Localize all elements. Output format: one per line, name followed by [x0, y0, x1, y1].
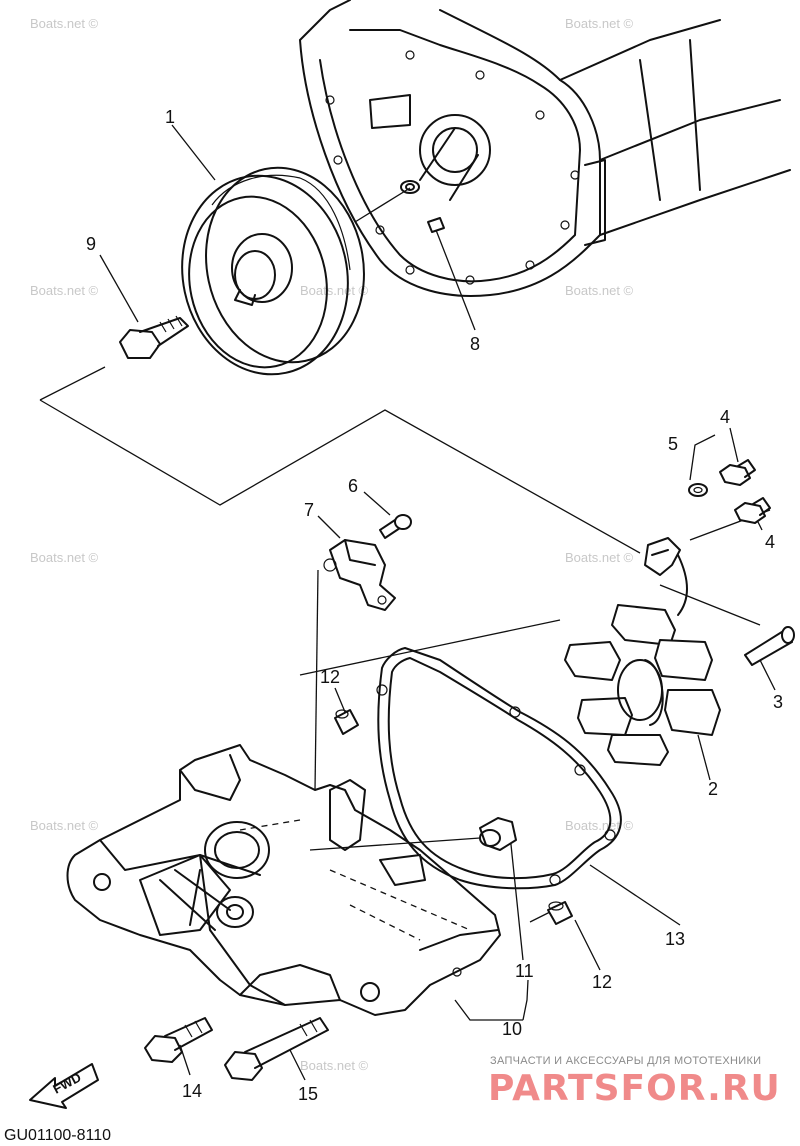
callout-3: 3	[773, 692, 783, 712]
callout-11: 11	[515, 961, 534, 981]
watermark: Boats.net ©	[565, 550, 634, 565]
flywheel-rotor	[181, 166, 365, 376]
callout-10: 10	[502, 1019, 522, 1039]
dowel-pin-12-lower	[547, 901, 573, 925]
callout-2: 2	[708, 779, 718, 799]
watermark: Boats.net ©	[565, 818, 634, 833]
engine-crankcase	[299, 0, 791, 297]
brand-tagline: ЗАПЧАСТИ И АКСЕССУАРЫ ДЛЯ МОТОТЕХНИКИ	[490, 1055, 761, 1067]
bolt-15	[224, 1017, 329, 1081]
washer-5-hole	[693, 486, 703, 494]
callout-numbers: 1 2 3 4 4 5 6 7 8 9 10 11 12 12 13 14 15	[86, 107, 783, 1104]
collar-11	[479, 817, 517, 851]
callout-6: 6	[348, 476, 358, 496]
bracket-axis-line	[314, 569, 319, 791]
bolt-9	[119, 315, 189, 359]
pin-axis-line	[529, 911, 551, 923]
fwd-arrow-icon: FWD	[29, 1063, 99, 1109]
callout-15: 15	[298, 1084, 318, 1104]
watermark: Boats.net ©	[565, 16, 634, 31]
callout-4-upper: 4	[720, 407, 730, 427]
callout-12-upper: 12	[320, 667, 340, 687]
watermark: Boats.net ©	[30, 16, 99, 31]
bracket-7	[323, 539, 396, 611]
watermark: Boats.net ©	[30, 818, 99, 833]
bolt-14	[144, 1017, 213, 1063]
bolt-4-upper	[719, 459, 756, 486]
callout-7: 7	[304, 500, 314, 520]
collar-axis-line	[309, 837, 481, 851]
callout-14: 14	[182, 1081, 202, 1101]
screw-6	[379, 514, 412, 539]
gasket-13	[376, 647, 622, 890]
watermark: Boats.net ©	[30, 283, 99, 298]
watermark: Boats.net ©	[300, 283, 369, 298]
watermarks: Boats.net © Boats.net © Boats.net © Boat…	[30, 16, 634, 1073]
diagram-code: GU01100-8110	[4, 1127, 111, 1144]
stator-coil-assembly	[564, 554, 721, 766]
watermark: Boats.net ©	[300, 1058, 369, 1073]
stator-axis-line	[659, 584, 761, 626]
brand-logo-text: PARTSFOR.RU	[488, 1068, 781, 1109]
cover-axis-line	[299, 619, 561, 676]
crank-axis-line	[354, 187, 411, 223]
crankcase-cover-10	[66, 744, 501, 1016]
callout-8: 8	[470, 334, 480, 354]
bolt-4-lower	[734, 497, 771, 524]
callout-1: 1	[165, 107, 175, 127]
callout-9: 9	[86, 234, 96, 254]
watermark: Boats.net ©	[30, 550, 99, 565]
callout-4-lower: 4	[765, 532, 775, 552]
watermark: Boats.net ©	[565, 283, 634, 298]
dowel-pin-12-upper	[334, 709, 359, 735]
bolt-3	[744, 626, 795, 666]
callout-5: 5	[668, 434, 678, 454]
stator-connector	[644, 537, 681, 576]
callout-13: 13	[665, 929, 685, 949]
brand-logo: ЗАПЧАСТИ И АКСЕССУАРЫ ДЛЯ МОТОТЕХНИКИ PA…	[488, 1055, 781, 1109]
callout-12-lower: 12	[592, 972, 612, 992]
washer-5	[688, 483, 708, 497]
